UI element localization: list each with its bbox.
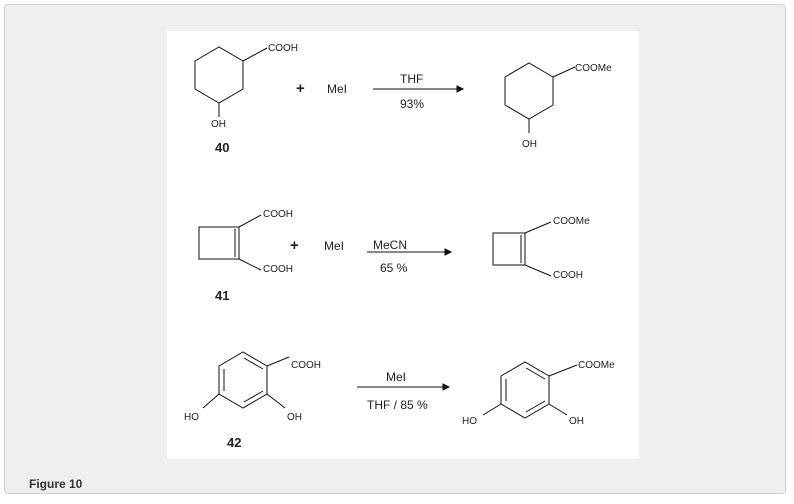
reaction-scheme: COOH OH 40 + MeI THF 93% COOMe OH — [184, 43, 615, 450]
product-2-structure: COOMe COOH — [492, 216, 590, 281]
product-3-oh: OH — [569, 416, 584, 427]
figure-frame: COOH OH 40 + MeI THF 93% COOMe OH — [4, 4, 786, 494]
reagent-label: MeI — [324, 239, 344, 253]
arrow-head — [444, 248, 453, 256]
product-1-structure: COOMe OH — [504, 62, 612, 150]
product-3-structure: COOMe HO OH — [462, 360, 615, 427]
arrow-head — [442, 383, 451, 391]
compound-41-cooh-bottom: COOH — [263, 264, 293, 275]
reaction-1: COOH OH 40 + MeI THF 93% COOMe OH — [194, 43, 612, 155]
product-3-ho: HO — [462, 416, 477, 427]
product-2-cooh: COOH — [553, 270, 583, 281]
condition-above: MeCN — [373, 238, 407, 252]
product-2-coome: COOMe — [553, 216, 590, 227]
reaction-scheme-panel: COOH OH 40 + MeI THF 93% COOMe OH — [167, 31, 639, 459]
condition-above: MeI — [386, 370, 406, 384]
compound-41-label: 41 — [215, 288, 229, 303]
arrow-head — [456, 85, 465, 93]
compound-40-structure: COOH OH 40 — [194, 43, 298, 155]
compound-42-cooh: COOH — [291, 360, 321, 371]
product-1-coome: COOMe — [575, 63, 612, 74]
compound-40-oh: OH — [211, 119, 226, 130]
compound-41-structure: COOH COOH 41 — [198, 209, 293, 303]
compound-42-label: 42 — [227, 435, 241, 450]
product-1-oh: OH — [522, 139, 537, 150]
compound-42-structure: COOH HO OH 42 — [184, 351, 321, 450]
plus-sign: + — [290, 237, 299, 254]
reaction-2: COOH COOH 41 + MeI MeCN 65 % COOMe COOH — [198, 209, 590, 303]
compound-41-cooh-top: COOH — [263, 209, 293, 220]
reagent-label: MeI — [327, 82, 347, 96]
figure-caption: Figure 10 — [29, 477, 83, 491]
condition-above: THF — [400, 72, 423, 86]
reaction-3: COOH HO OH 42 MeI THF / 85 % — [184, 351, 615, 450]
compound-40-label: 40 — [215, 140, 229, 155]
compound-40-cooh: COOH — [268, 43, 298, 54]
compound-42-oh: OH — [287, 412, 302, 423]
condition-below: 65 % — [380, 261, 408, 275]
compound-42-ho: HO — [184, 412, 199, 423]
product-3-coome: COOMe — [578, 360, 615, 371]
condition-below: THF / 85 % — [367, 398, 428, 412]
condition-below: 93% — [400, 97, 424, 111]
plus-sign: + — [296, 80, 305, 97]
